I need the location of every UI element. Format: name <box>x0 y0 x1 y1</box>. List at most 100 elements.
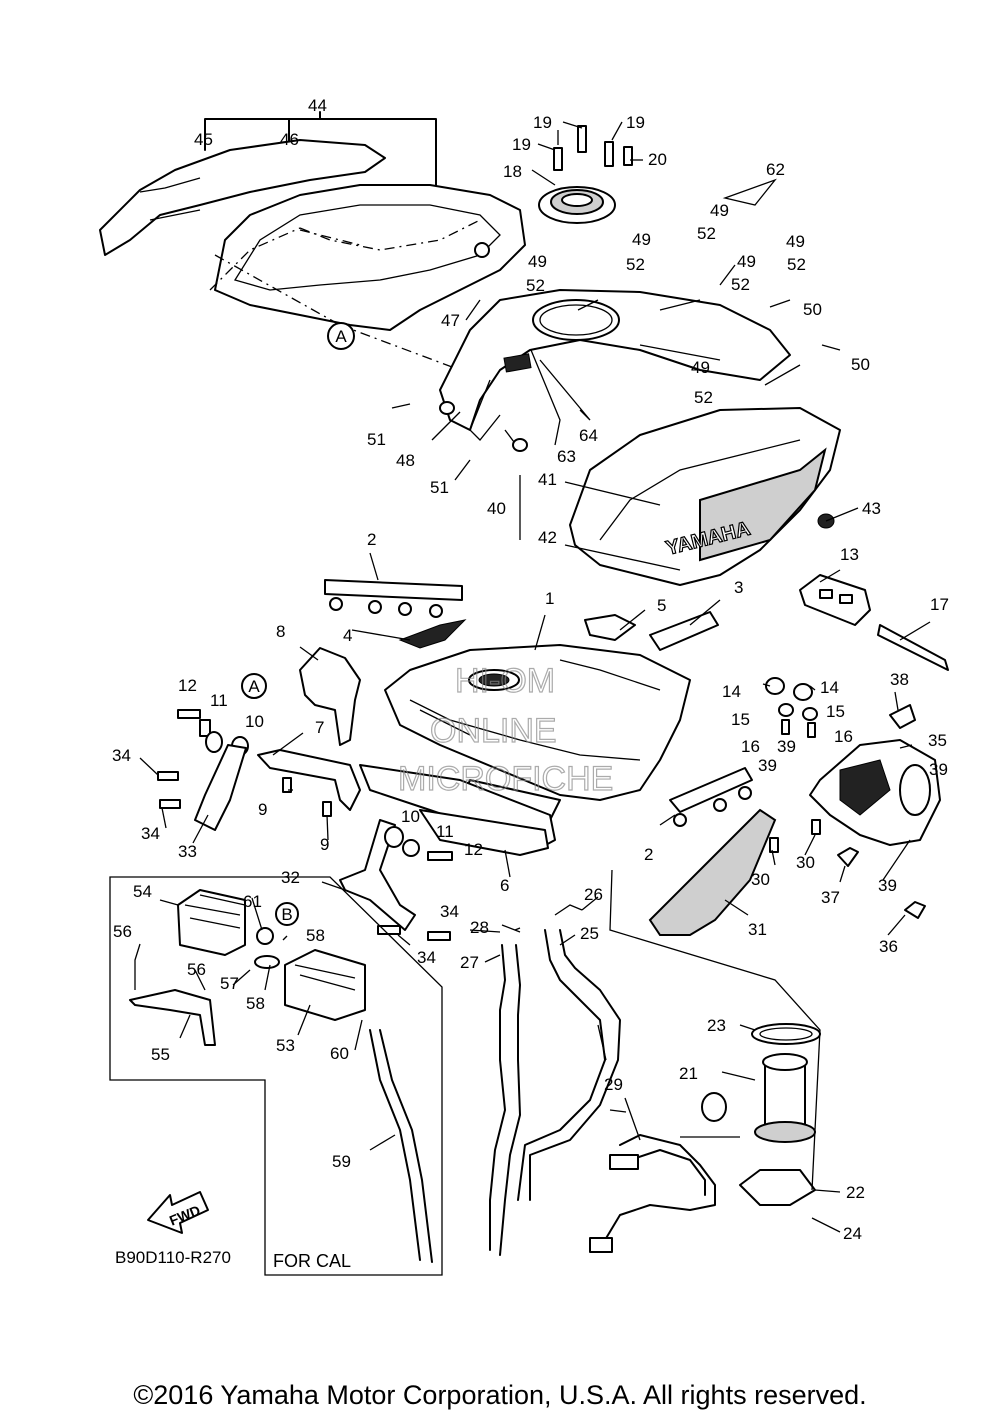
marker-b: B <box>281 905 292 924</box>
label-59: 59 <box>332 1152 351 1171</box>
label-62: 62 <box>766 160 785 179</box>
label-58-b: 58 <box>246 994 265 1013</box>
label-19-c: 19 <box>512 135 531 154</box>
part-31-fender <box>648 808 777 936</box>
label-17: 17 <box>930 595 949 614</box>
bolt-9-b <box>322 801 332 817</box>
cal-region-note: FOR CAL <box>273 1251 351 1271</box>
bolt-30-b <box>811 819 821 835</box>
label-27: 27 <box>460 953 479 972</box>
label-39-c: 39 <box>929 760 948 779</box>
label-44: 44 <box>308 96 327 115</box>
label-49-d: 49 <box>737 252 756 271</box>
side-cover-yamaha: YAMAHA <box>569 407 841 586</box>
label-25: 25 <box>580 924 599 943</box>
part-number-labels: 44 45 46 19 19 19 20 18 62 49 52 49 52 4… <box>112 96 949 1243</box>
label-23: 23 <box>707 1016 726 1035</box>
label-40: 40 <box>487 499 506 518</box>
bracket-33 <box>194 744 247 831</box>
mount-bolts-left <box>177 709 249 756</box>
rear-bracket-assembly <box>765 574 949 846</box>
label-26: 26 <box>584 885 603 904</box>
label-52-c: 52 <box>787 255 806 274</box>
label-10-a: 10 <box>245 712 264 731</box>
label-49-b: 49 <box>632 230 651 249</box>
part-5-pad <box>584 614 636 641</box>
label-43: 43 <box>862 499 881 518</box>
label-30-a: 30 <box>751 870 770 889</box>
label-51-a: 51 <box>367 430 386 449</box>
label-14-b: 14 <box>820 678 839 697</box>
label-3: 3 <box>734 578 743 597</box>
marker-a-top: A <box>335 327 347 346</box>
label-49-a: 49 <box>710 201 729 220</box>
label-33: 33 <box>178 842 197 861</box>
bolt-30-a <box>769 837 779 853</box>
label-11-b: 11 <box>436 822 454 841</box>
cal-canister-box: B <box>109 876 443 1276</box>
label-38: 38 <box>890 670 909 689</box>
part-4-gasket <box>398 619 467 649</box>
label-51-b: 51 <box>430 478 449 497</box>
label-64: 64 <box>579 426 598 445</box>
label-63: 63 <box>557 447 576 466</box>
bolt-34-d <box>427 931 451 941</box>
label-9-a: 9 <box>258 800 267 819</box>
label-52-e: 52 <box>526 276 545 295</box>
bracket-lower <box>669 767 753 827</box>
label-39-b: 39 <box>758 756 777 775</box>
label-15-a: 15 <box>731 710 750 729</box>
label-50-b: 50 <box>851 355 870 374</box>
label-19-a: 19 <box>533 113 552 132</box>
label-49-f: 49 <box>691 358 710 377</box>
label-1: 1 <box>545 589 554 608</box>
bracket-7 <box>257 749 361 811</box>
label-6: 6 <box>500 876 509 895</box>
label-34-b: 34 <box>141 824 160 843</box>
label-29: 29 <box>604 1075 623 1094</box>
watermark-line-2: ONLINE <box>430 712 557 750</box>
marker-a-bracket: A <box>248 677 260 696</box>
label-45: 45 <box>194 130 213 149</box>
label-19-b: 19 <box>626 113 645 132</box>
bolt-34-c <box>377 925 401 935</box>
label-52-b: 52 <box>626 255 645 274</box>
tank-outer-cover <box>439 289 801 452</box>
label-8: 8 <box>276 622 285 641</box>
drain-hoses <box>489 904 621 1256</box>
label-60: 60 <box>330 1044 349 1063</box>
bracket-8: A <box>241 647 361 746</box>
label-47: 47 <box>441 311 460 330</box>
copyright-notice: ©2016 Yamaha Motor Corporation, U.S.A. A… <box>133 1380 867 1410</box>
label-54: 54 <box>133 882 152 901</box>
label-46: 46 <box>280 130 299 149</box>
fuel-pump-assembly <box>589 1023 821 1253</box>
leader-lines <box>134 121 931 1233</box>
label-28: 28 <box>470 918 489 937</box>
label-16-b: 16 <box>834 727 853 746</box>
label-18: 18 <box>503 162 522 181</box>
label-20: 20 <box>648 150 667 169</box>
label-58-a: 58 <box>306 926 325 945</box>
label-55: 55 <box>151 1045 170 1064</box>
label-13: 13 <box>840 545 859 564</box>
label-30-b: 30 <box>796 853 815 872</box>
part-37-clip <box>837 847 859 867</box>
label-32: 32 <box>281 868 300 887</box>
bracket-32 <box>339 819 416 931</box>
label-31: 31 <box>748 920 767 939</box>
label-36: 36 <box>879 937 898 956</box>
label-34-c: 34 <box>440 902 459 921</box>
label-39-d: 39 <box>878 876 897 895</box>
label-50-a: 50 <box>803 300 822 319</box>
bolt-9-a <box>282 777 292 793</box>
label-5: 5 <box>657 596 666 615</box>
label-9-b: 9 <box>320 835 329 854</box>
label-53: 53 <box>276 1036 295 1055</box>
label-52-f: 52 <box>694 388 713 407</box>
label-12-b: 12 <box>464 840 483 859</box>
mount-bolts-center <box>384 826 453 861</box>
label-52-a: 52 <box>697 224 716 243</box>
part-6-plate <box>419 809 549 856</box>
